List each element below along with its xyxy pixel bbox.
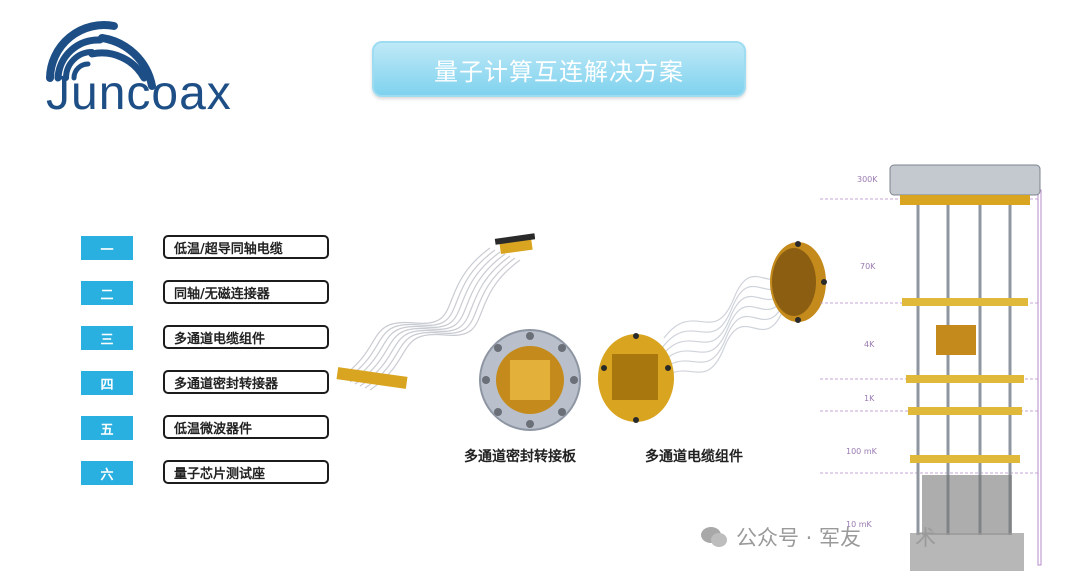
item-label: 多通道电缆组件 — [163, 325, 329, 349]
caption-cable-assembly: 多通道电缆组件 — [645, 449, 743, 465]
item-label: 量子芯片测试座 — [163, 460, 329, 484]
stage-label: 100 mK — [846, 447, 877, 456]
watermark-text: 公众号 · 军友 — [736, 526, 862, 550]
item-number: 六 — [81, 461, 133, 485]
item-label: 低温微波器件 — [163, 415, 329, 439]
page-title: 量子计算互连解决方案 — [434, 57, 684, 86]
item-label: 低温/超导同轴电缆 — [163, 235, 329, 259]
stage-label: 4K — [864, 340, 875, 349]
logo-text: Juncoax — [46, 67, 232, 120]
stage-label: 10 mK — [846, 520, 872, 529]
cryostat-image — [820, 164, 1042, 571]
caption-adapter-board: 多通道密封转接板 — [464, 449, 576, 465]
item-number: 一 — [81, 236, 133, 260]
item-label: 多通道密封转接器 — [163, 370, 329, 394]
adapter-board-image — [479, 329, 581, 431]
logo-waves-icon — [46, 21, 156, 90]
item-number: 四 — [81, 371, 133, 395]
item-number: 三 — [81, 326, 133, 350]
stage-label: 70K — [860, 262, 876, 271]
flex-cable-image — [336, 233, 535, 391]
item-number: 二 — [81, 281, 133, 305]
page-title-box: 量子计算互连解决方案 — [372, 41, 746, 97]
stage-label: 1K — [864, 394, 875, 403]
watermark-suffix: 术 — [915, 526, 937, 550]
item-number: 五 — [81, 416, 133, 440]
watermark: 公众号 · 军友 术 — [700, 522, 936, 552]
wechat-icon — [701, 527, 727, 547]
item-label: 同轴/无磁连接器 — [163, 280, 329, 304]
stage-label: 300K — [857, 175, 878, 184]
cable-assembly-image — [598, 241, 827, 423]
